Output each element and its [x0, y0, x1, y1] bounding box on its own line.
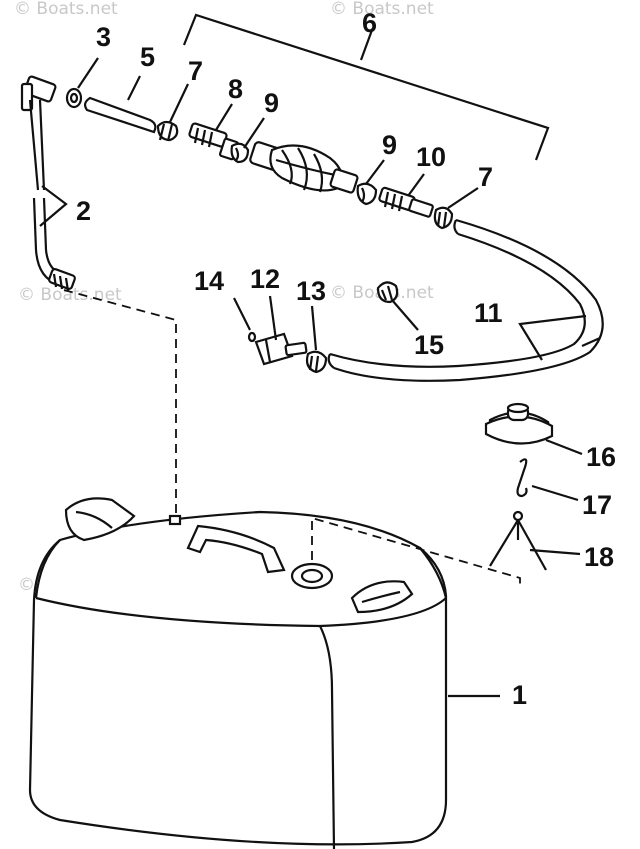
callout-8: 8: [228, 74, 243, 104]
callout-15: 15: [414, 330, 444, 360]
callout-3: 3: [96, 22, 111, 52]
watermark-text: © Boats.net: [330, 0, 434, 19]
o-ring-14: [247, 331, 257, 343]
callout-2: 2: [76, 196, 91, 226]
clamp-9-left: [230, 142, 250, 164]
callout-11: 11: [474, 298, 503, 328]
callout-18: 18: [584, 542, 614, 572]
callout-16: 16: [586, 442, 616, 472]
callout-17: 17: [582, 490, 612, 520]
clamp-7-left: [156, 120, 179, 142]
leader-lines: [39, 57, 587, 698]
fuel-tank-1: [28, 497, 448, 849]
watermark-text: © Boats.net: [14, 0, 118, 19]
callout-9-left: 9: [264, 88, 279, 118]
callout-numbers: 1 2 3 5 6 7 7 8 9 9 10 11 12 13 14 15 16…: [76, 8, 616, 710]
clamp-9-right: [356, 182, 378, 206]
callout-14: 14: [194, 266, 224, 296]
callout-9-right: 9: [382, 130, 397, 160]
stand-18: [489, 510, 547, 571]
callout-6: 6: [362, 8, 377, 38]
callout-10: 10: [416, 142, 446, 172]
callout-1: 1: [512, 680, 527, 710]
hose-5: [83, 96, 157, 134]
hose-11: [327, 218, 604, 382]
watermark-text: © Boats.net: [18, 285, 122, 305]
callout-5: 5: [140, 42, 155, 72]
clamp-13: [305, 350, 328, 374]
primer-line-elbow: [20, 75, 76, 292]
callout-13: 13: [296, 276, 326, 306]
hook-17: [516, 458, 528, 498]
fitting-8: [188, 122, 240, 161]
callout-12: 12: [250, 264, 280, 294]
callout-7-right: 7: [478, 162, 493, 192]
primer-bulb: [249, 141, 359, 194]
dashed-connectors: [63, 289, 521, 588]
connector-12: [254, 332, 308, 366]
fitting-10: [378, 186, 434, 218]
callout-7-left: 7: [188, 56, 203, 86]
grommet-15: [376, 281, 399, 304]
clamp-3: [65, 87, 83, 109]
clamp-7-right: [433, 206, 454, 230]
fuel-cap-16: [484, 402, 554, 445]
assembly-bracket: [182, 13, 550, 161]
